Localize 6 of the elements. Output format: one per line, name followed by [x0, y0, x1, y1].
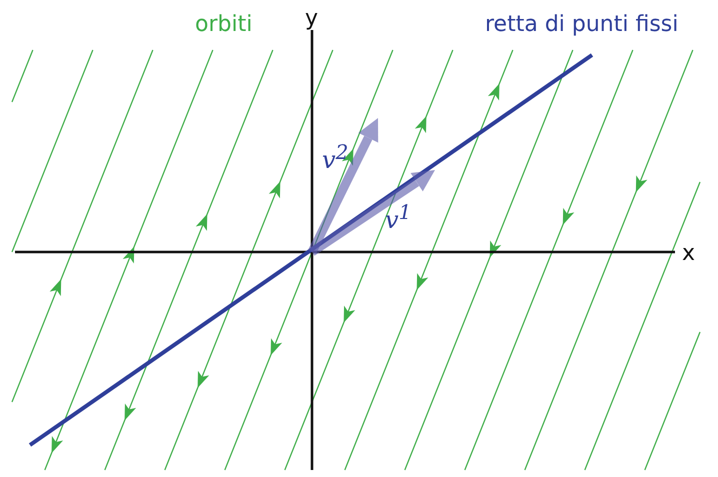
orbit-label: orbiti — [195, 14, 252, 36]
axis-label: y — [305, 8, 318, 30]
line-label: retta di punti fissi — [485, 14, 678, 36]
axis-label: x — [682, 243, 696, 265]
vector-label: v$^{1}$ — [385, 202, 412, 232]
vector-label: v$^{2}$ — [322, 142, 348, 172]
